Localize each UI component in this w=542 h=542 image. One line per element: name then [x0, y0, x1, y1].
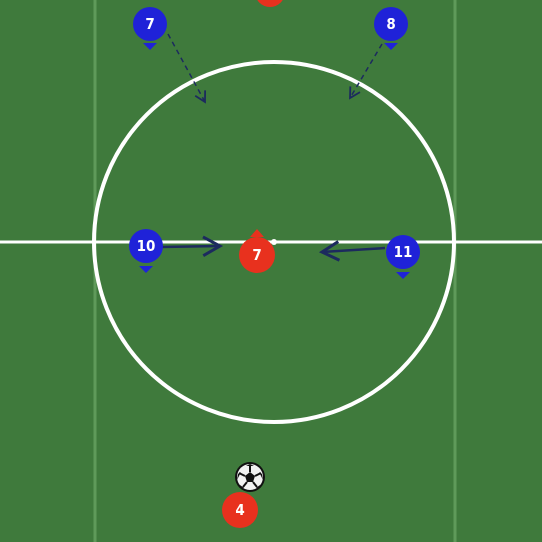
player-blue-10[interactable]: 10	[129, 229, 163, 273]
run-arrow-blue-8	[349, 43, 383, 100]
player-blue-7[interactable]: 7	[133, 7, 167, 50]
player-number: 8	[386, 15, 395, 33]
player-number: 4	[235, 501, 244, 519]
player-number: 7	[145, 15, 154, 33]
move-arrow-blue-10	[159, 235, 224, 257]
centre-circle	[92, 60, 456, 424]
soccer-ball-icon[interactable]	[235, 462, 265, 492]
player-red-7[interactable]: 7	[239, 229, 275, 273]
player-blue-11[interactable]: 11	[386, 235, 420, 279]
player-number: 10	[137, 237, 156, 255]
player-red-top[interactable]	[255, 0, 285, 7]
run-arrow-blue-7	[167, 33, 207, 104]
player-red-4[interactable]: 4	[222, 492, 258, 528]
player-number: 11	[394, 243, 413, 261]
centre-spot	[271, 239, 277, 245]
move-arrow-blue-11	[318, 240, 386, 262]
player-blue-8[interactable]: 8	[374, 7, 408, 50]
player-number: 7	[252, 246, 261, 264]
